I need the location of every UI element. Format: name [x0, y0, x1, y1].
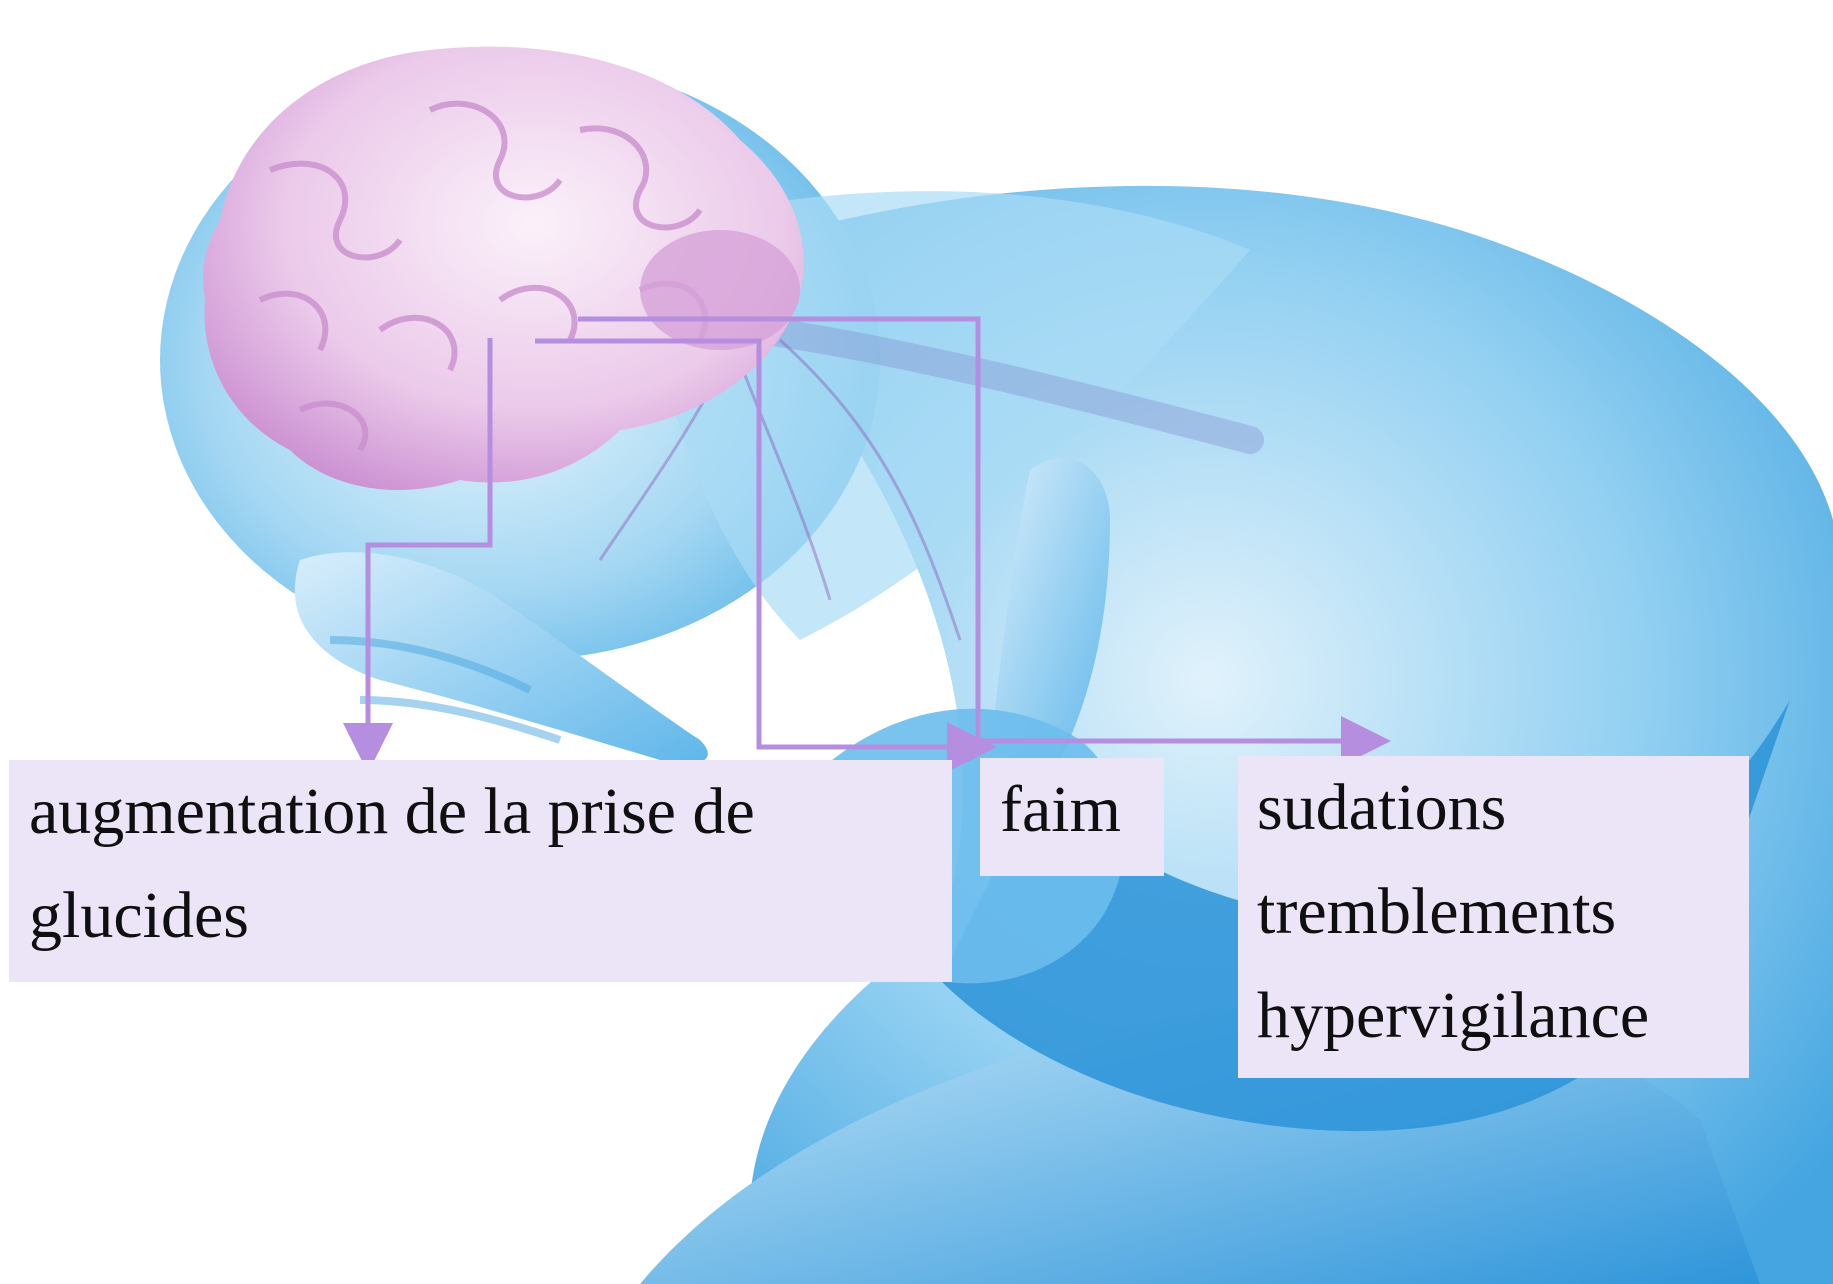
- label-faim: faim: [980, 758, 1164, 876]
- label-symptoms: sudations tremblements hypervigilance: [1238, 756, 1749, 1078]
- label-faim-text: faim: [1000, 758, 1164, 862]
- arrow-group: [368, 319, 1366, 748]
- label-glucides-line-2: glucides: [29, 864, 952, 968]
- label-symptom-hypervigilance: hypervigilance: [1257, 964, 1749, 1068]
- label-glucides: augmentation de la prise de glucides: [9, 760, 952, 982]
- label-symptom-tremblements: tremblements: [1257, 860, 1749, 964]
- label-glucides-line-1: augmentation de la prise de: [29, 760, 952, 864]
- arrow-to-symptoms: [578, 319, 1366, 741]
- arrow-to-faim: [535, 341, 972, 747]
- label-symptom-sudations: sudations: [1257, 756, 1749, 860]
- arrow-to-glucides: [368, 338, 490, 748]
